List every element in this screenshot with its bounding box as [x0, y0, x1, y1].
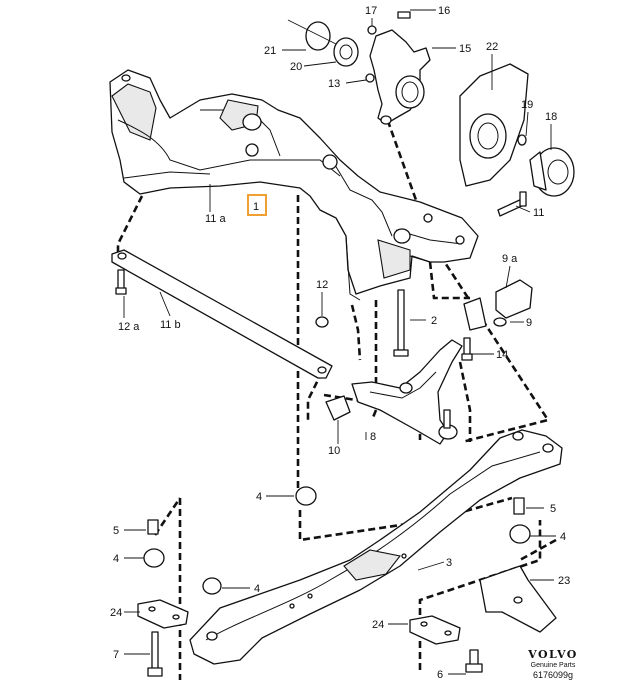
callout-9a[interactable]: 9 a	[502, 253, 518, 265]
volvo-brand-block: VOLVO Genuine Parts 6176099g	[503, 648, 603, 680]
callout-16[interactable]: 16	[438, 5, 450, 17]
callout-24-right[interactable]: 24	[372, 619, 384, 631]
callout-23[interactable]: 23	[558, 575, 570, 587]
callout-labels: 1 11 a 11 b 12 a 2 3 4 4 4 4 5 5 6 7 8 9…	[110, 5, 570, 681]
callout-8[interactable]: 8	[370, 431, 376, 443]
callout-12a[interactable]: 12 a	[118, 321, 140, 333]
brand-subtitle: Genuine Parts	[530, 662, 576, 669]
callout-19[interactable]: 19	[521, 99, 533, 111]
callout-11b[interactable]: 11 b	[160, 319, 181, 331]
callout-6[interactable]: 6	[437, 669, 443, 681]
callout-14[interactable]: 14	[496, 349, 508, 361]
front-subframe	[109, 69, 479, 301]
hub-assembly	[517, 134, 575, 197]
callout-1[interactable]: 1	[253, 201, 259, 213]
steering-knuckle	[369, 29, 431, 125]
callout-13[interactable]: 13	[328, 78, 340, 90]
callout-10[interactable]: 10	[328, 445, 340, 457]
callout-3[interactable]: 3	[446, 557, 452, 569]
callout-20[interactable]: 20	[290, 61, 302, 73]
bolts	[115, 191, 527, 677]
volvo-logo: VOLVO	[528, 648, 578, 661]
callout-18[interactable]: 18	[545, 111, 557, 123]
callout-4-left[interactable]: 4	[113, 553, 119, 565]
splash-shield	[459, 63, 529, 187]
callout-7[interactable]: 7	[113, 649, 119, 661]
callout-22[interactable]: 22	[486, 41, 498, 53]
leader-lines	[123, 9, 556, 675]
callout-4-mid[interactable]: 4	[254, 583, 260, 595]
bearing-parts	[305, 11, 411, 83]
callout-17[interactable]: 17	[365, 5, 377, 17]
callout-11a[interactable]: 11 a	[205, 213, 226, 225]
callout-4-right[interactable]: 4	[560, 531, 566, 543]
callout-11[interactable]: 11	[533, 207, 544, 219]
bushings	[143, 279, 533, 595]
callout-15[interactable]: 15	[459, 43, 471, 55]
control-arm	[351, 339, 463, 445]
callout-9[interactable]: 9	[526, 317, 532, 329]
callout-4-center[interactable]: 4	[256, 491, 262, 503]
plates	[137, 565, 557, 645]
callout-2[interactable]: 2	[431, 315, 437, 327]
diagram-code: 6176099g	[532, 670, 574, 680]
callout-12[interactable]: 12	[316, 279, 328, 291]
callout-5-left[interactable]: 5	[113, 525, 119, 537]
part-1-highlight-box[interactable]	[247, 194, 267, 216]
callout-5-right[interactable]: 5	[550, 503, 556, 515]
callout-21[interactable]: 21	[264, 45, 276, 57]
callout-24-left[interactable]: 24	[110, 607, 122, 619]
rear-crossmember	[189, 429, 563, 665]
tie-bar	[111, 249, 333, 379]
